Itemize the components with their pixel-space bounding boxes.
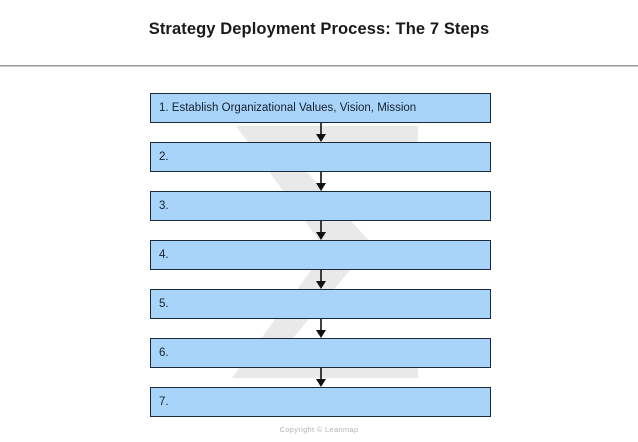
process-step-3[interactable]: 3. (150, 191, 491, 221)
process-step-4[interactable]: 4. (150, 240, 491, 270)
process-step-6[interactable]: 6. (150, 338, 491, 368)
process-step-3-label: 3. (159, 200, 169, 212)
connector-5-6 (150, 319, 491, 338)
process-step-2[interactable]: 2. (150, 142, 491, 172)
process-step-5-label: 5. (159, 298, 169, 310)
process-step-1[interactable]: 1. Establish Organizational Values, Visi… (150, 93, 491, 123)
process-step-5[interactable]: 5. (150, 289, 491, 319)
process-step-7-label: 7. (159, 396, 169, 408)
copyright-footer: Copyright © Leanmap (279, 425, 359, 434)
arrow-down-icon (315, 172, 326, 191)
arrow-down-icon (315, 270, 326, 289)
arrow-down-icon (315, 221, 326, 240)
title-divider (0, 65, 638, 67)
connector-4-5 (150, 270, 491, 289)
connector-3-4 (150, 221, 491, 240)
process-step-6-label: 6. (159, 347, 169, 359)
process-step-2-label: 2. (159, 151, 169, 163)
process-step-1-label: 1. Establish Organizational Values, Visi… (159, 102, 417, 114)
connector-2-3 (150, 172, 491, 191)
connector-1-2 (150, 123, 491, 142)
page-title: Strategy Deployment Process: The 7 Steps (148, 20, 490, 38)
arrow-down-icon (315, 368, 326, 387)
arrow-down-icon (315, 319, 326, 338)
process-step-7[interactable]: 7. (150, 387, 491, 417)
connector-6-7 (150, 368, 491, 387)
process-step-4-label: 4. (159, 249, 169, 261)
arrow-down-icon (315, 123, 326, 142)
process-flow: 1. Establish Organizational Values, Visi… (150, 93, 491, 417)
